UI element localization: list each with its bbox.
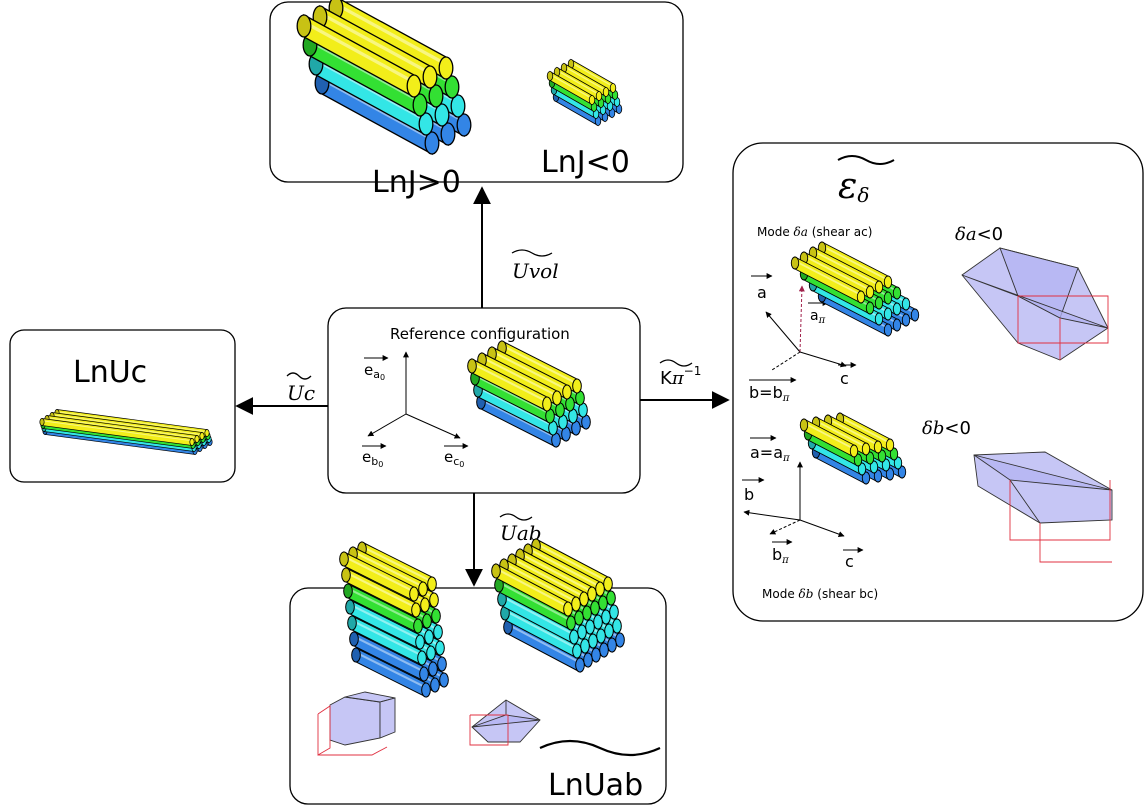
shear-title-symbol: ε: [838, 166, 857, 207]
mode-a-condition: δa<0: [955, 224, 1003, 245]
bundle-lnuab-left: [339, 541, 449, 698]
bundle-lnuc: [39, 409, 213, 455]
unit-cells: [317, 247, 1113, 756]
arrow-right-base: K: [660, 368, 673, 389]
mode-b-axis-bpi-b: b: [772, 545, 782, 564]
axis-ec-sub2: 0: [459, 460, 464, 469]
axis-eb-sub2: 0: [378, 460, 383, 469]
reference-axes: ea0 eb0 ec0: [362, 351, 469, 469]
arrow-up-base: U: [512, 259, 530, 283]
mode-b-condition: δb<0: [922, 418, 971, 439]
mode-a-axis-api-pi: π: [818, 315, 826, 326]
mode-b-desc: (shear bc): [817, 587, 878, 601]
mode-b-axis-a-text: a=a: [750, 443, 783, 462]
cylinder-bundles: [39, 0, 920, 698]
mode-b-axis-bpi-pi: π: [781, 555, 789, 566]
mode-a-cond: <0: [977, 224, 1004, 245]
mode-b-cond-var: δb: [922, 418, 944, 439]
mode-b-axis-bpi: bπ: [772, 545, 789, 566]
arrow-down-base: U: [500, 521, 518, 545]
mode-a-axis-api-a: a: [810, 308, 819, 324]
axis-ea-sub2: 0: [380, 373, 385, 382]
axis-ea-e: e: [364, 361, 373, 379]
svg-text:εδ: εδ: [838, 166, 869, 207]
bundle-lnuab-right: [491, 538, 625, 673]
mode-b-axis-b: b: [744, 485, 754, 504]
cell-mode-a: [961, 247, 1109, 361]
arrow-up-label: Uvol: [511, 249, 559, 283]
arrow-right-sup: −1: [684, 364, 702, 378]
mode-a-desc: (shear ac): [812, 225, 873, 239]
arrow-left-label: Uc: [286, 372, 315, 405]
cell-lnuab-right: [469, 699, 541, 746]
mode-a-axis-b-text: b=b: [749, 383, 783, 402]
mode-b-text: Mode: [762, 587, 795, 601]
mode-b-axis-a-pi: π: [782, 453, 790, 464]
mode-b-axis-a: a=aπ: [750, 443, 790, 464]
mode-a-caption: Mode δa (shear ac): [757, 225, 872, 239]
mode-a-var: δa: [794, 225, 808, 239]
bundle-mode-b: [799, 412, 907, 485]
label-lnj-pos: LnJ>0: [372, 165, 461, 200]
svg-text:Uc: Uc: [287, 381, 315, 405]
shear-panel: [732, 142, 1144, 622]
mode-a-axis-c: c: [840, 369, 849, 388]
axis-ea-sub: a: [373, 368, 380, 381]
mode-b-caption: Mode δb (shear bc): [762, 587, 878, 601]
bundle-lnj-pos: [296, 0, 472, 156]
axis-ec-label: ec0: [444, 448, 464, 469]
bundle-mode-a: [790, 241, 920, 337]
axis-eb-e: e: [362, 448, 371, 466]
mode-b-axes: a=aπ b bπ c: [742, 435, 864, 571]
mode-a-text: Mode: [757, 225, 790, 239]
axis-ec-sub: c: [453, 455, 459, 468]
mode-a-axis-api: aπ: [810, 308, 826, 326]
mode-b-var: δb: [799, 587, 814, 601]
arrow-left-sub: c: [304, 381, 315, 405]
lnuab-tilde: [539, 739, 661, 757]
mode-a-axis-b: b=bπ: [749, 383, 790, 404]
bundle-reference: [467, 340, 591, 448]
cell-mode-b: [973, 451, 1113, 563]
reference-title: Reference configuration: [390, 325, 570, 343]
arrow-right-sub: π: [671, 368, 685, 389]
label-lnuab: LnUab: [548, 768, 643, 803]
mode-a-cond-var: δa: [955, 224, 977, 245]
arrow-left-base: U: [287, 381, 305, 405]
mode-a-axis-b-pi: π: [782, 393, 790, 404]
label-lnuc: LnUc: [73, 355, 147, 390]
cell-lnuab-left: [317, 691, 396, 756]
axis-eb-sub: b: [371, 455, 378, 468]
label-lnj-neg: LnJ<0: [541, 145, 630, 180]
shear-title-sub: δ: [857, 183, 869, 207]
arrow-right-label: Kπ−1: [659, 359, 701, 389]
mode-b-cond: <0: [944, 418, 971, 439]
uniaxial-c-panel: [9, 329, 236, 483]
arrow-up-sub: vol: [529, 259, 559, 283]
axis-ea-label: ea0: [364, 361, 385, 382]
bundle-lnj-neg: [546, 58, 623, 127]
shear-title: εδ: [837, 155, 895, 207]
axis-ec-e: e: [444, 448, 453, 466]
axis-eb-label: eb0: [362, 448, 383, 469]
svg-text:Kπ−1: Kπ−1: [660, 364, 701, 389]
mode-a-axes: a aπ b=bπ c: [749, 273, 857, 404]
mode-b-axis-c: c: [845, 552, 854, 571]
mode-a-axis-a: a: [757, 283, 767, 302]
svg-text:Uvol: Uvol: [512, 259, 559, 283]
